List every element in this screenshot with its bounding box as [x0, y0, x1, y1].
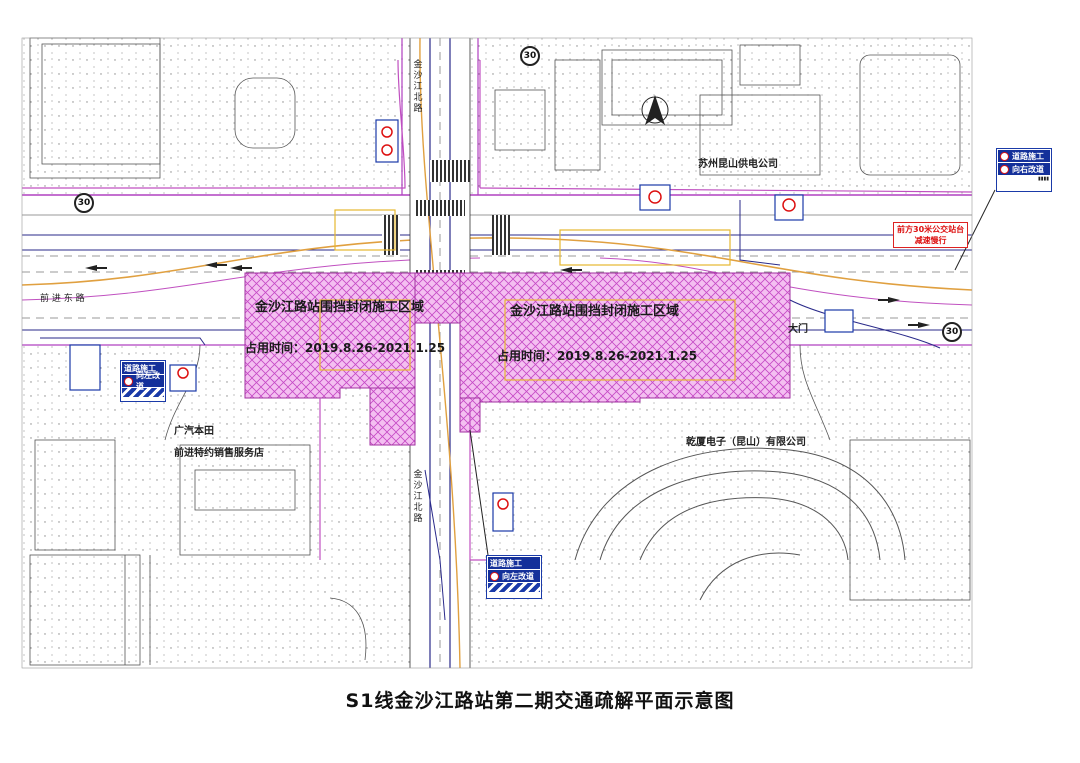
map-caption: S1线金沙江路站第二期交通疏解平面示意图: [345, 690, 735, 712]
detour-left-west-sign: 道路施工 向左改道: [120, 360, 166, 402]
lane-arrows: [85, 262, 930, 328]
detour-left-south-line2: 向左改道: [502, 571, 534, 581]
bus-stop-notice-line2: 减速慢行: [914, 236, 947, 245]
detour-right-line2-row: 向右改道: [998, 163, 1050, 175]
speed-limit-sign-north: 30: [520, 46, 540, 66]
access-routes: [22, 59, 973, 561]
zone-west-period: 占用时间：2019.8.26-2021.1.25: [245, 341, 446, 355]
sign-pointers: [469, 189, 996, 556]
detour-right-line2: 向右改道: [1012, 164, 1044, 174]
road-label-west: 前 进 东 路: [40, 294, 85, 304]
place-electronics-company: 乾厦电子（昆山）有限公司: [686, 437, 806, 448]
road-label-north: 金沙江北路: [413, 60, 423, 114]
place-power-company: 苏州昆山供电公司: [698, 159, 778, 170]
construction-zones: [244, 272, 791, 446]
speed-limit-sign-west: 30: [74, 193, 94, 213]
signal-boards: [69, 119, 854, 532]
place-dealer: 前进特约销售服务店: [174, 448, 264, 459]
chevron-arrows-icon: [488, 583, 540, 592]
arrow-left-icon: [124, 376, 133, 386]
zone-east-title: 金沙江路站围挡封闭施工区域: [510, 304, 680, 319]
detour-right-sign: 道路施工 向右改道 ▮▮▮▮: [996, 148, 1052, 192]
sign-foot: ▮▮▮▮: [1037, 176, 1049, 182]
detour-left-west-line2-row: 向左改道: [122, 371, 164, 391]
driveways: [124, 344, 831, 665]
detour-left-west-line1-row: 道路施工: [122, 362, 164, 374]
north-arrow-icon: [641, 95, 669, 125]
speed-limit-sign-east: 30: [942, 322, 962, 342]
curved-building: [574, 447, 906, 601]
building-outlines: [29, 37, 971, 666]
place-gac-toyota: 广汽本田: [174, 426, 214, 437]
detour-right-line1-row: 道路施工: [998, 150, 1050, 162]
chevron-arrows-icon: [122, 388, 164, 397]
detour-left-west-line1: 道路施工: [124, 363, 156, 373]
road-label-south: 金沙江北路: [413, 470, 423, 524]
detour-left-south-sign: 道路施工 向左改道: [486, 555, 542, 599]
barrier-outlines: [319, 209, 736, 381]
detour-left-south-line1-row: 道路施工: [488, 557, 540, 569]
zone-east-period: 占用时间：2019.8.26-2021.1.25: [497, 349, 698, 363]
detour-right-line1: 道路施工: [1012, 151, 1044, 161]
place-gate: 大门: [788, 324, 808, 335]
arrow-left-icon: [490, 571, 499, 581]
bus-stop-notice: 前方30米公交站台 减速慢行: [893, 222, 969, 248]
worker-icon: [1000, 151, 1009, 161]
secondary-roads: [40, 200, 941, 621]
detour-left-west-line2: 向左改道: [136, 371, 160, 391]
detour-left-south-line2-row: 向左改道: [488, 570, 540, 582]
arrow-right-icon: [1000, 164, 1009, 174]
bus-stop-notice-line1: 前方30米公交站台: [897, 225, 965, 234]
detour-left-south-line1: 道路施工: [490, 558, 522, 568]
zone-west-title: 金沙江路站围挡封闭施工区域: [255, 300, 425, 315]
